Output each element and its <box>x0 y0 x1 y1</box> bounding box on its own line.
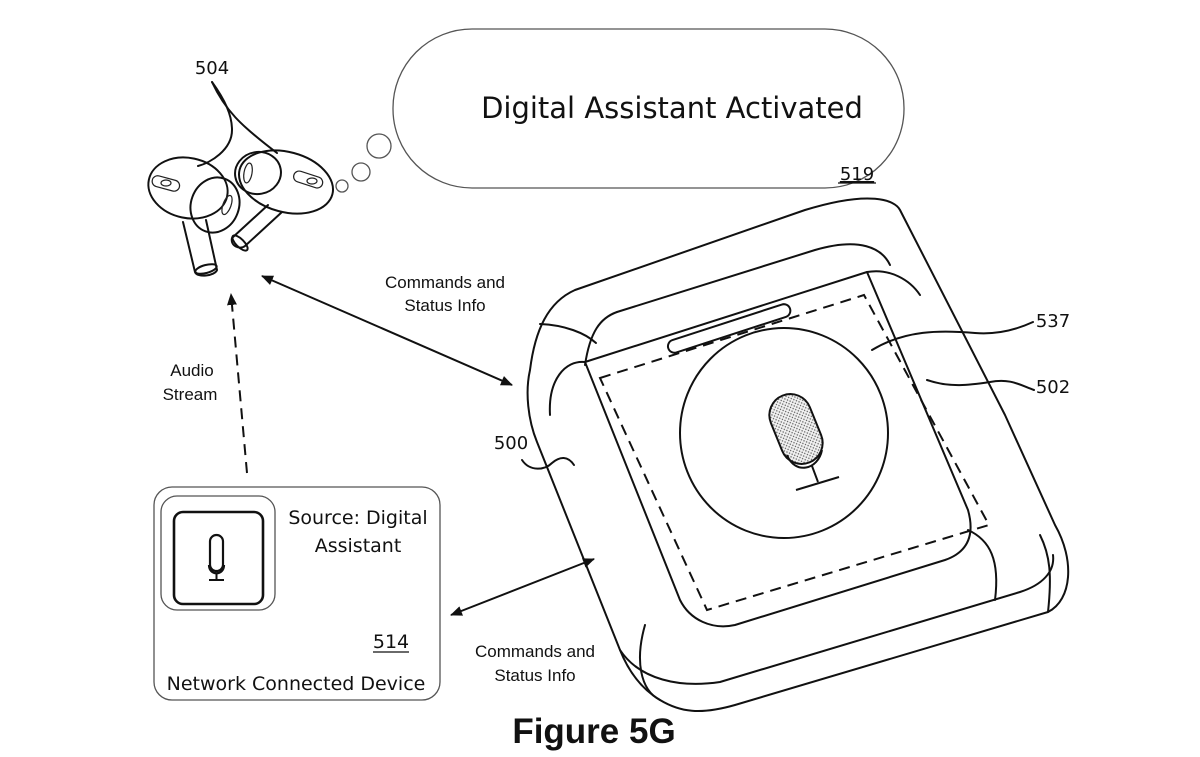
case-outer-body <box>526 197 1070 712</box>
device-ref-label: 514 <box>373 631 409 653</box>
bubble-ref-label: 519 <box>840 164 874 185</box>
audio-stream-label-2: Stream <box>163 385 218 404</box>
device-case-arrow: Commands and Status Info <box>450 558 595 685</box>
bubble-trail-small <box>335 179 349 193</box>
device-source-line-1: Source: Digital <box>288 507 427 529</box>
device-outline <box>153 486 441 701</box>
leader-502 <box>926 379 1035 391</box>
case-ref-label: 500 <box>494 433 528 454</box>
right-earbud <box>230 149 335 252</box>
earbuds: 504 <box>147 58 335 277</box>
earbuds-ref-label: 504 <box>195 58 229 79</box>
thought-bubble: Digital Assistant Activated 519 <box>335 28 905 193</box>
app-icon-outer <box>160 495 276 611</box>
case-display-ref-label: 502 <box>1036 377 1070 398</box>
earbuds-leader-left <box>197 81 233 167</box>
case-button-537 <box>679 327 889 539</box>
device-case-label-1: Commands and <box>475 642 595 661</box>
bubble-outline <box>392 28 905 189</box>
earbuds-case-label-2: Status Info <box>404 296 485 315</box>
earbuds-leader-right <box>211 81 278 154</box>
case-button-ref-label: 537 <box>1036 311 1070 332</box>
device-source-line-2: Assistant <box>315 535 402 557</box>
microphone-icon <box>207 533 226 581</box>
charging-case: 537 502 500 <box>494 197 1070 712</box>
case-face <box>584 271 972 628</box>
microphone-icon <box>768 393 840 491</box>
bubble-trail-large <box>366 133 392 159</box>
earbuds-case-arrow: Commands and Status Info <box>261 273 513 386</box>
bubble-text: Digital Assistant Activated <box>481 91 863 125</box>
device-label: Network Connected Device <box>167 673 426 695</box>
network-connected-device: Source: Digital Assistant 514 Network Co… <box>153 486 441 701</box>
display-region-502 <box>598 293 991 612</box>
case-top-slot <box>666 303 792 354</box>
earbuds-case-label-1: Commands and <box>385 273 505 292</box>
audio-stream-label-1: Audio <box>170 361 213 380</box>
left-earbud <box>147 156 241 277</box>
device-case-label-2: Status Info <box>494 666 575 685</box>
bubble-trail-medium <box>351 162 371 182</box>
leader-500 <box>521 457 575 470</box>
figure-caption: Figure 5G <box>512 712 675 751</box>
app-icon-inner <box>172 510 265 606</box>
leader-537 <box>871 321 1034 351</box>
audio-stream-arrow: Audio Stream <box>163 293 248 474</box>
